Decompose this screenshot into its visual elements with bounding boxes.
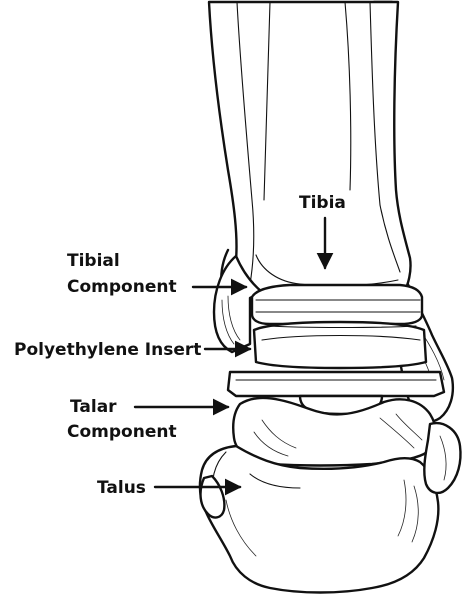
label-polyethylene-insert: Polyethylene Insert (14, 340, 201, 360)
calcaneus-bone (200, 446, 438, 593)
tibial-component (252, 285, 422, 324)
label-talar-component-line2: Component (67, 422, 177, 442)
label-talus: Talus (97, 478, 146, 498)
navicular-bone (424, 423, 460, 493)
label-tibial-component-line2: Component (67, 277, 177, 297)
label-tibia: Tibia (299, 193, 346, 213)
label-talar-component-line1: Talar (70, 397, 117, 417)
label-tibial-component-line1: Tibial (67, 251, 120, 271)
polyethylene-insert (254, 322, 426, 368)
